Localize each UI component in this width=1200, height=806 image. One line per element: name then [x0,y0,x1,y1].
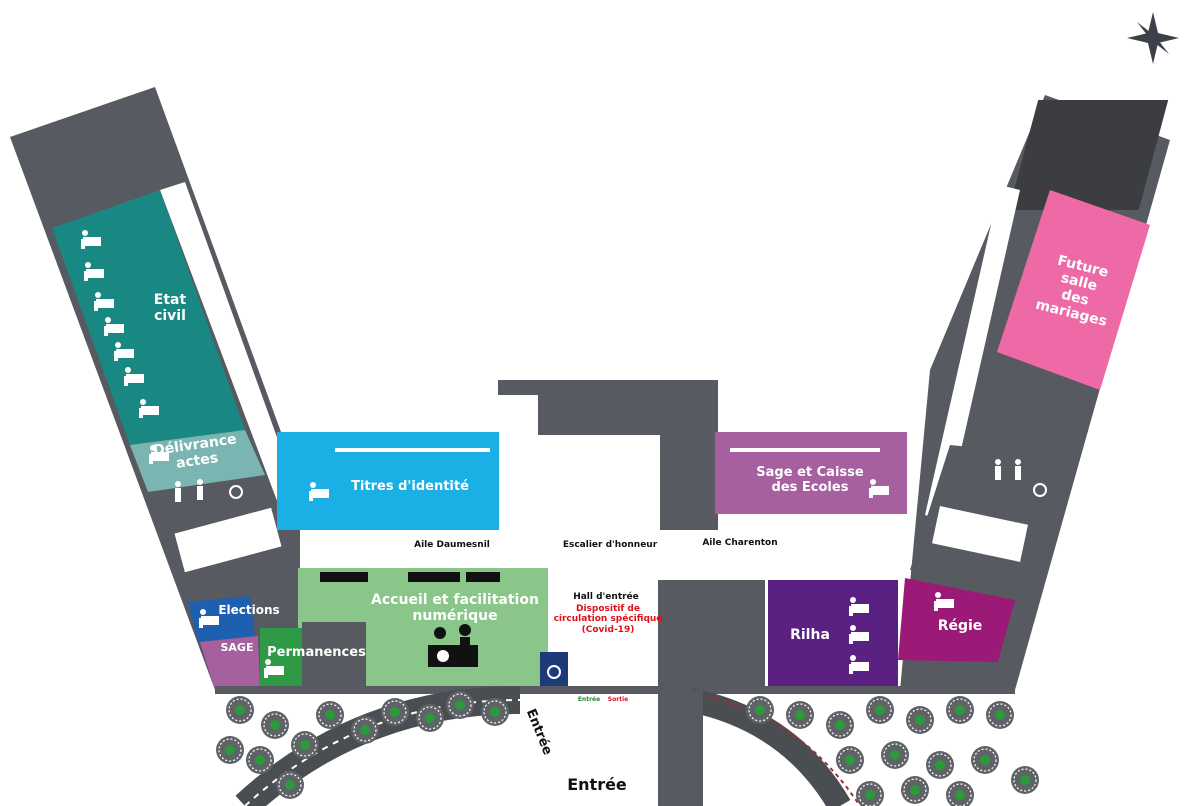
escalier-label: Escalier d'honneur [562,540,658,550]
hall-label: Hall d'entrée [573,592,639,602]
rilha-room [768,580,898,686]
permanences-strip [302,622,366,690]
wheelchair-box [540,652,568,686]
entree-main-label: Entrée [567,775,627,794]
sage-caisse-room [715,432,907,514]
escalier-area [530,435,660,535]
rilha-label: Rilha [790,627,830,643]
entrance-path [658,690,703,806]
etat-civil-label: Etat civil [153,292,187,325]
sage-room [200,636,260,690]
left-wing-corridor [160,182,305,522]
dispositif-label: Dispositif de circulation spécifique (Co… [553,604,663,635]
counter-seats-titres [335,448,880,452]
right-stairs [932,506,1028,562]
right-road-arc [687,688,851,806]
right-wing-corridor [925,185,1020,520]
main-hallway [300,530,920,570]
etat-civil-room [52,190,245,445]
entree-small-label: Entrée [577,696,601,703]
wheelchair-icon [229,483,1047,679]
permanences-label: Permanences [267,645,366,660]
elections-label: Elections [218,603,280,617]
sage-caisse-label: Sage et Caisse des Ecoles [756,465,864,495]
regie-room [898,578,1015,662]
sage-label: SAGE [220,641,254,654]
aile-charenton-label: Aile Charenton [702,538,778,548]
elections-room [188,596,255,642]
delivrance-room [130,430,265,492]
right-road-arc-line [699,694,861,806]
center-corridor [498,395,538,540]
compass-rose-icon [1127,12,1179,64]
restroom-icon [175,459,1021,502]
aile-daumesnil-label: Aile Daumesnil [414,540,490,550]
regie-label: Régie [937,618,983,634]
left-stairs [174,507,282,573]
titres-label: Titres d'identité [351,479,469,494]
front-walkway [215,686,1015,694]
front-road-arc-inner [244,699,521,806]
future-salle-room [997,190,1150,390]
sortie-small-label: Sortie [607,696,629,703]
info-icon [428,624,478,667]
accueil-label: Accueil et facilitation numérique [371,592,539,625]
hall-structure [655,580,765,690]
waiting-seats-icon [320,572,500,582]
right-wing-top [1008,100,1169,210]
center-upper-right [545,380,715,430]
